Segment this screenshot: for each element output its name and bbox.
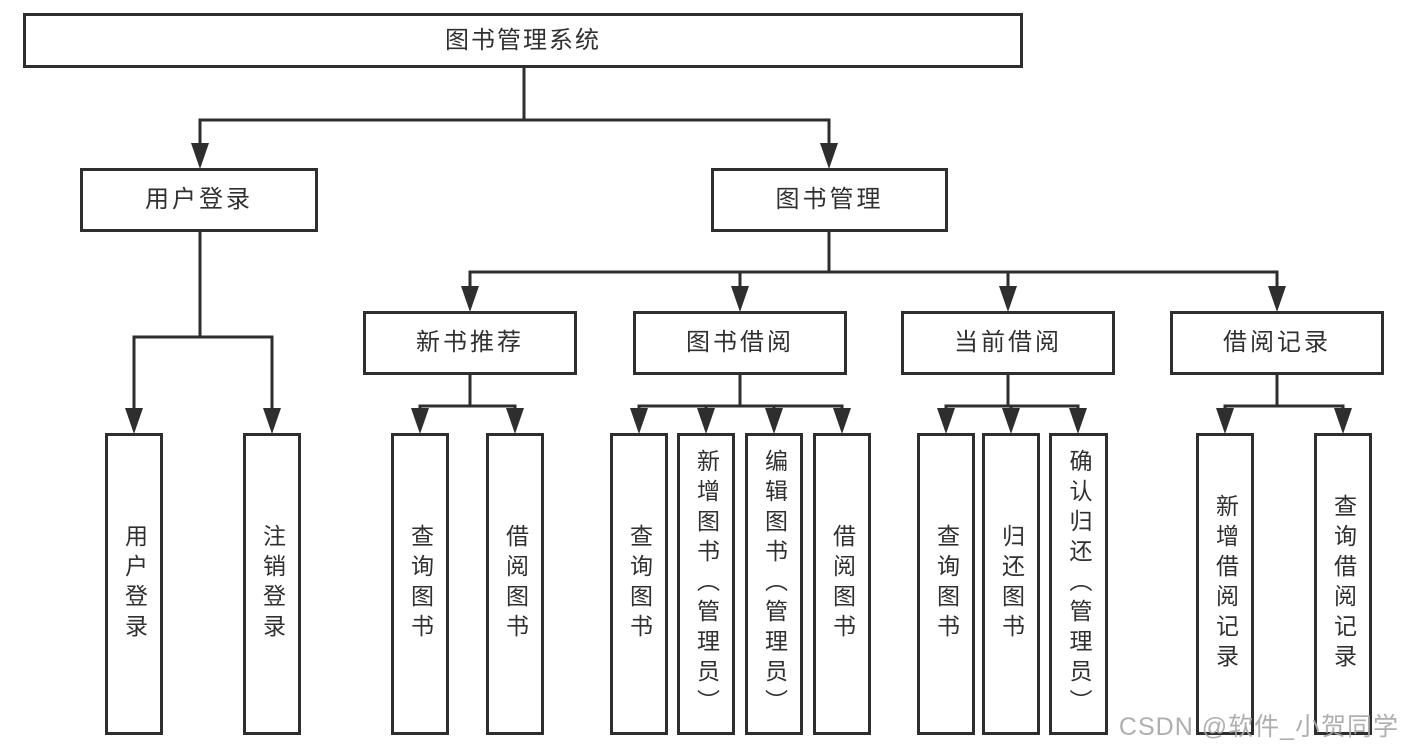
node-book-borrow: 图书借阅 [633,311,847,375]
node-new-book-recommend: 新书推荐 [363,311,577,375]
connector-borrow-record [1223,375,1345,411]
leaf-label: 注销登录 [259,524,286,644]
leaf-label: 编辑图书（管理员） [761,449,788,719]
connector-root-to-level2 [198,68,831,146]
connector-current-borrow [944,375,1080,411]
connector-new-book-recommend [418,375,517,411]
leaf-label: 新增图书（管理员） [693,449,720,719]
leaf-query-borrow-record: 查询借阅记录 [1314,433,1372,735]
node-user-login: 用户登录 [80,168,318,232]
leaf-edit-books-admin: 编辑图书（管理员） [745,433,803,735]
leaf-return-books: 归还图书 [982,433,1040,735]
node-borrow-record: 借阅记录 [1170,311,1384,375]
leaf-label: 借阅图书 [502,524,529,644]
leaf-label: 归还图书 [998,524,1025,644]
connector-book-borrow [637,375,844,411]
leaf-label: 新增借阅记录 [1212,494,1239,674]
leaf-query-books-current: 查询图书 [917,433,975,735]
leaf-logout: 注销登录 [243,433,301,735]
node-current-borrow: 当前借阅 [901,311,1115,375]
leaf-label: 借阅图书 [829,524,856,644]
leaf-borrow-books: 借阅图书 [813,433,871,735]
node-root-library-system: 图书管理系统 [23,13,1023,68]
leaf-label: 确认归还（管理员） [1066,449,1092,719]
csdn-watermark: CSDN @软件_小贺同学 [1118,713,1399,741]
leaf-add-borrow-record: 新增借阅记录 [1196,433,1254,735]
leaf-label: 查询借阅记录 [1330,494,1357,674]
leaf-borrow-books-recommend: 借阅图书 [486,433,544,735]
leaf-label: 查询图书 [407,524,434,644]
leaf-label: 用户登录 [121,524,148,644]
leaf-label: 查询图书 [626,524,653,644]
leaf-add-books-admin: 新增图书（管理员） [677,433,735,735]
leaf-label: 查询图书 [933,524,960,644]
connector-book-management-to-level3 [468,232,1279,288]
leaf-query-books-recommend: 查询图书 [391,433,449,735]
connector-user-login-to-leaves [132,232,274,410]
leaf-query-books-borrow: 查询图书 [610,433,668,735]
leaf-confirm-return-admin: 确认归还（管理员） [1049,433,1108,735]
node-book-management: 图书管理 [711,168,948,232]
leaf-user-login: 用户登录 [105,433,163,735]
